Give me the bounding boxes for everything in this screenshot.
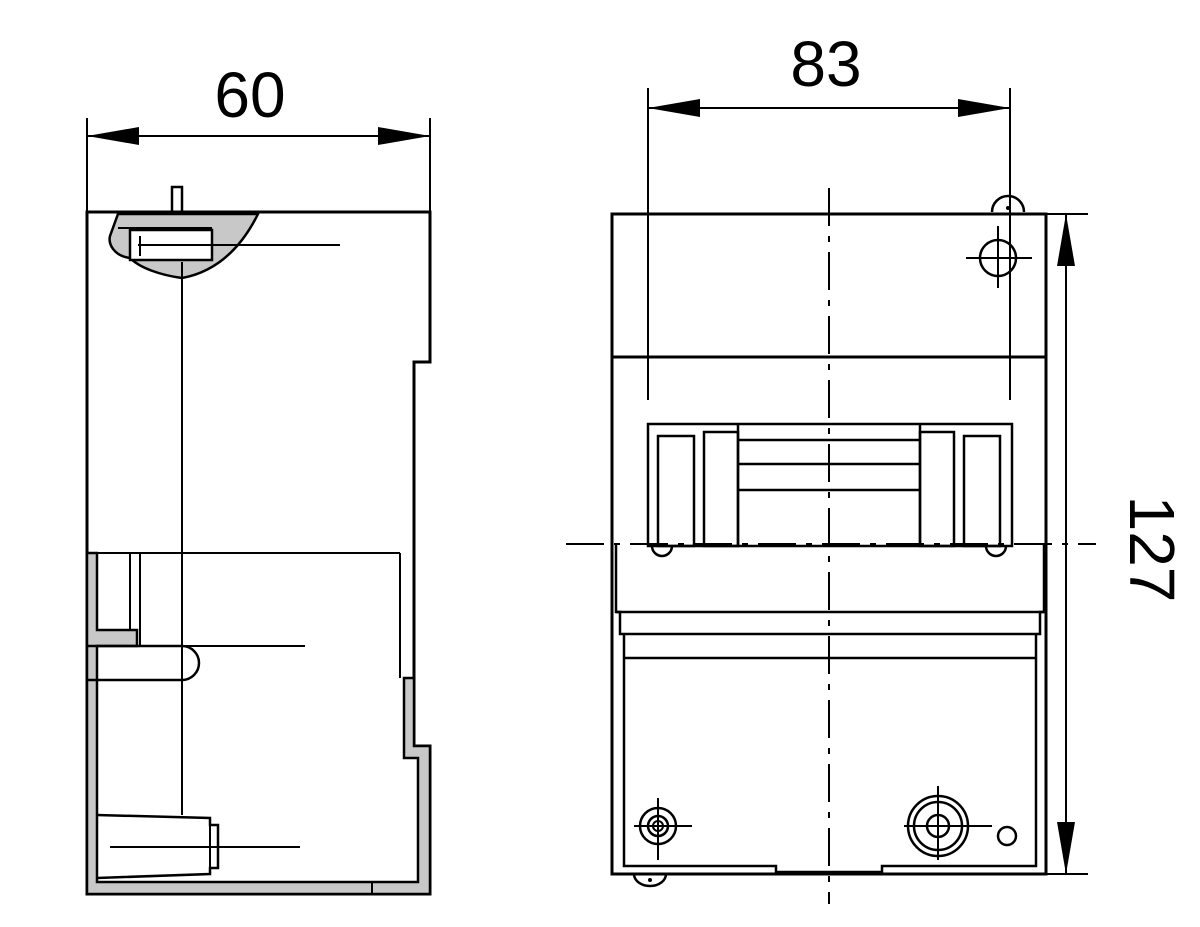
top-mounting-hole <box>966 194 1032 288</box>
dimension-label-127: 127 <box>1116 496 1188 603</box>
dimension-height: 127 <box>1046 213 1188 875</box>
side-view: 60 <box>85 59 432 896</box>
bottom-mounting-lug <box>632 873 668 888</box>
terminal-screw-right <box>904 786 992 860</box>
front-view: 83 127 <box>566 28 1188 904</box>
dimension-width-side: 60 <box>86 59 431 212</box>
dimension-label-83: 83 <box>790 28 861 100</box>
top-pin <box>170 185 184 214</box>
terminal-screw-left <box>634 798 692 860</box>
dimension-label-60: 60 <box>214 59 285 131</box>
lower-section-wall <box>85 551 432 896</box>
small-hole <box>996 825 1018 847</box>
